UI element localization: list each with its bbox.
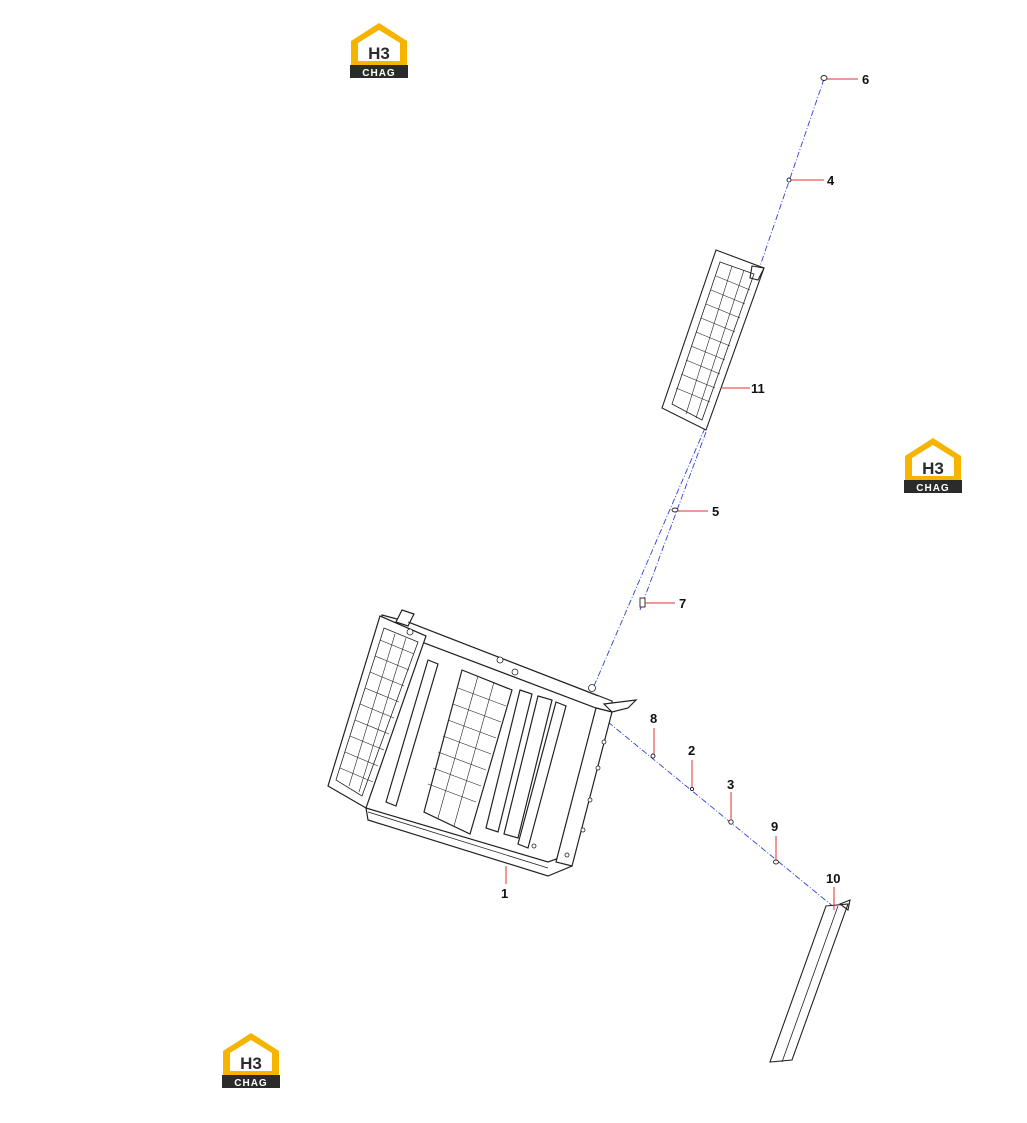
part-6-bolt [820, 75, 828, 81]
leader-lines [505, 78, 858, 910]
part-11-step-grille [661, 249, 765, 431]
brand-logo: H3 CHAG [222, 1033, 280, 1089]
callout-3: 3 [727, 777, 734, 792]
part-2-washer [689, 786, 695, 792]
logo-sub-text: CHAG [916, 483, 949, 494]
callout-7: 7 [679, 596, 686, 611]
part-4-washer [786, 177, 792, 183]
part-9-bolt [773, 859, 779, 865]
callout-4: 4 [827, 173, 835, 188]
callout-labels: 1 2 3 4 5 6 7 8 9 10 11 [501, 72, 869, 901]
part-10-angle-bracket [769, 899, 851, 1063]
small-fasteners [639, 75, 828, 865]
part-7-spacer [639, 597, 646, 608]
callout-5: 5 [712, 504, 719, 519]
logo-sub-text: CHAG [362, 68, 395, 79]
assembly-axis-lines [593, 78, 836, 909]
part-1-frame-assembly [327, 609, 638, 877]
callout-9: 9 [771, 819, 778, 834]
logo-mark-text: H3 [922, 459, 944, 478]
callout-10: 10 [826, 871, 840, 886]
brand-logo: H3 CHAG [350, 23, 408, 79]
part-3-nut [728, 819, 734, 825]
logo-mark-text: H3 [368, 44, 390, 63]
part-8-bolt [650, 753, 656, 759]
logo-mark-text: H3 [240, 1054, 262, 1073]
part-5-nut [671, 507, 679, 513]
brand-logo: H3 CHAG [904, 438, 962, 494]
callout-1: 1 [501, 886, 508, 901]
callout-2: 2 [688, 743, 695, 758]
logo-sub-text: CHAG [234, 1078, 267, 1089]
callout-8: 8 [650, 711, 657, 726]
callout-11: 11 [751, 381, 765, 396]
callout-6: 6 [862, 72, 869, 87]
